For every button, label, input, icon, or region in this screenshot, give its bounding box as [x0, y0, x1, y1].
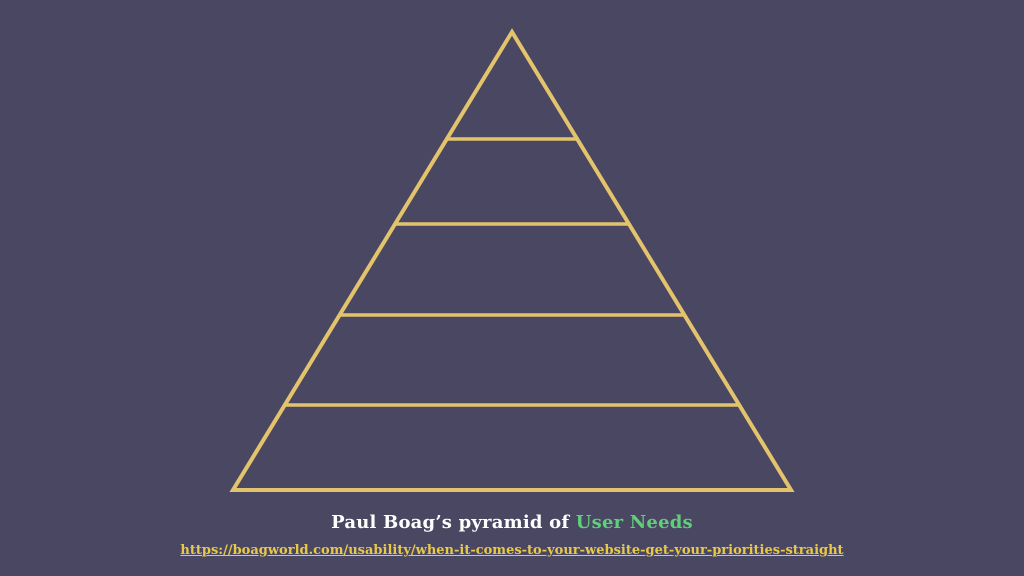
slide-caption: Paul Boag’s pyramid of User Needs	[0, 512, 1024, 533]
pyramid-outline	[229, 28, 795, 492]
source-link[interactable]: https://boagworld.com/usability/when-it-…	[180, 543, 844, 558]
caption-highlight: User Needs	[575, 512, 693, 533]
caption-text: Paul Boag’s pyramid of	[331, 512, 576, 533]
